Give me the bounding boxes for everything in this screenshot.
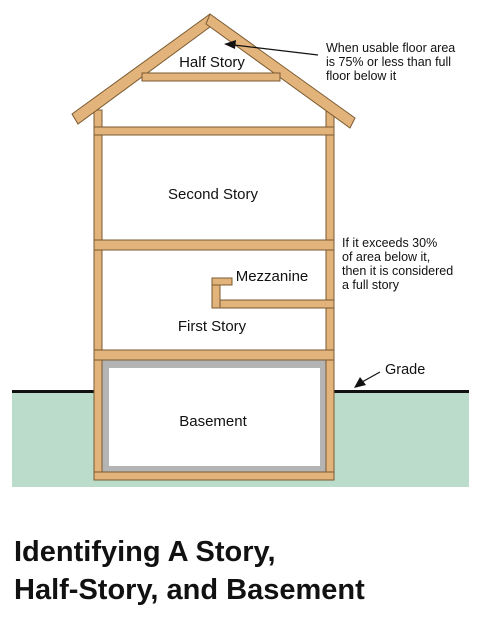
mezzanine-note-line: a full story xyxy=(342,278,400,292)
arrow-head-icon xyxy=(354,377,366,388)
arrow-head-icon xyxy=(224,40,236,49)
half-story-note: When usable floor area is 75% or less th… xyxy=(326,41,459,83)
second-story-label: Second Story xyxy=(168,186,259,203)
house-framing xyxy=(71,13,356,481)
first-floor-plate xyxy=(93,349,335,361)
half-story-leader xyxy=(224,40,319,56)
footing xyxy=(93,471,335,481)
mezzanine-deck xyxy=(211,299,335,309)
second-floor-plate xyxy=(93,239,335,251)
diagram-title-line: Identifying A Story, xyxy=(14,536,276,568)
half-story-label: Half Story xyxy=(179,54,245,71)
half-story-note-line: floor below it xyxy=(326,69,397,83)
roof-rafter-right xyxy=(205,13,356,129)
diagram-title: Identifying A Story, Half-Story, and Bas… xyxy=(14,533,474,609)
right-wall xyxy=(325,109,335,481)
grade-line-right xyxy=(332,390,469,393)
mezzanine-rail xyxy=(211,277,233,286)
basement-room xyxy=(105,364,324,470)
mezzanine-note: If it exceeds 30% of area below it, then… xyxy=(342,236,457,292)
first-story-label: First Story xyxy=(178,318,247,335)
collar-tie xyxy=(141,72,281,82)
half-story-note-line: is 75% or less than full xyxy=(326,55,451,69)
grade-leader xyxy=(354,371,381,388)
grade-line-left xyxy=(12,390,96,393)
grade-label: Grade xyxy=(385,362,425,378)
basement-label: Basement xyxy=(179,413,247,430)
diagram-title-line: Half-Story, and Basement xyxy=(14,574,365,606)
half-story-note-line: When usable floor area xyxy=(326,41,455,55)
mezzanine-label: Mezzanine xyxy=(236,268,309,285)
foundation-wall xyxy=(101,360,328,474)
mezzanine-note-line: If it exceeds 30% xyxy=(342,236,437,250)
attic-floor xyxy=(93,126,335,136)
left-wall xyxy=(93,109,103,481)
mezzanine-note-line: of area below it, xyxy=(342,250,430,264)
mezzanine-note-line: then it is considered xyxy=(342,264,453,278)
